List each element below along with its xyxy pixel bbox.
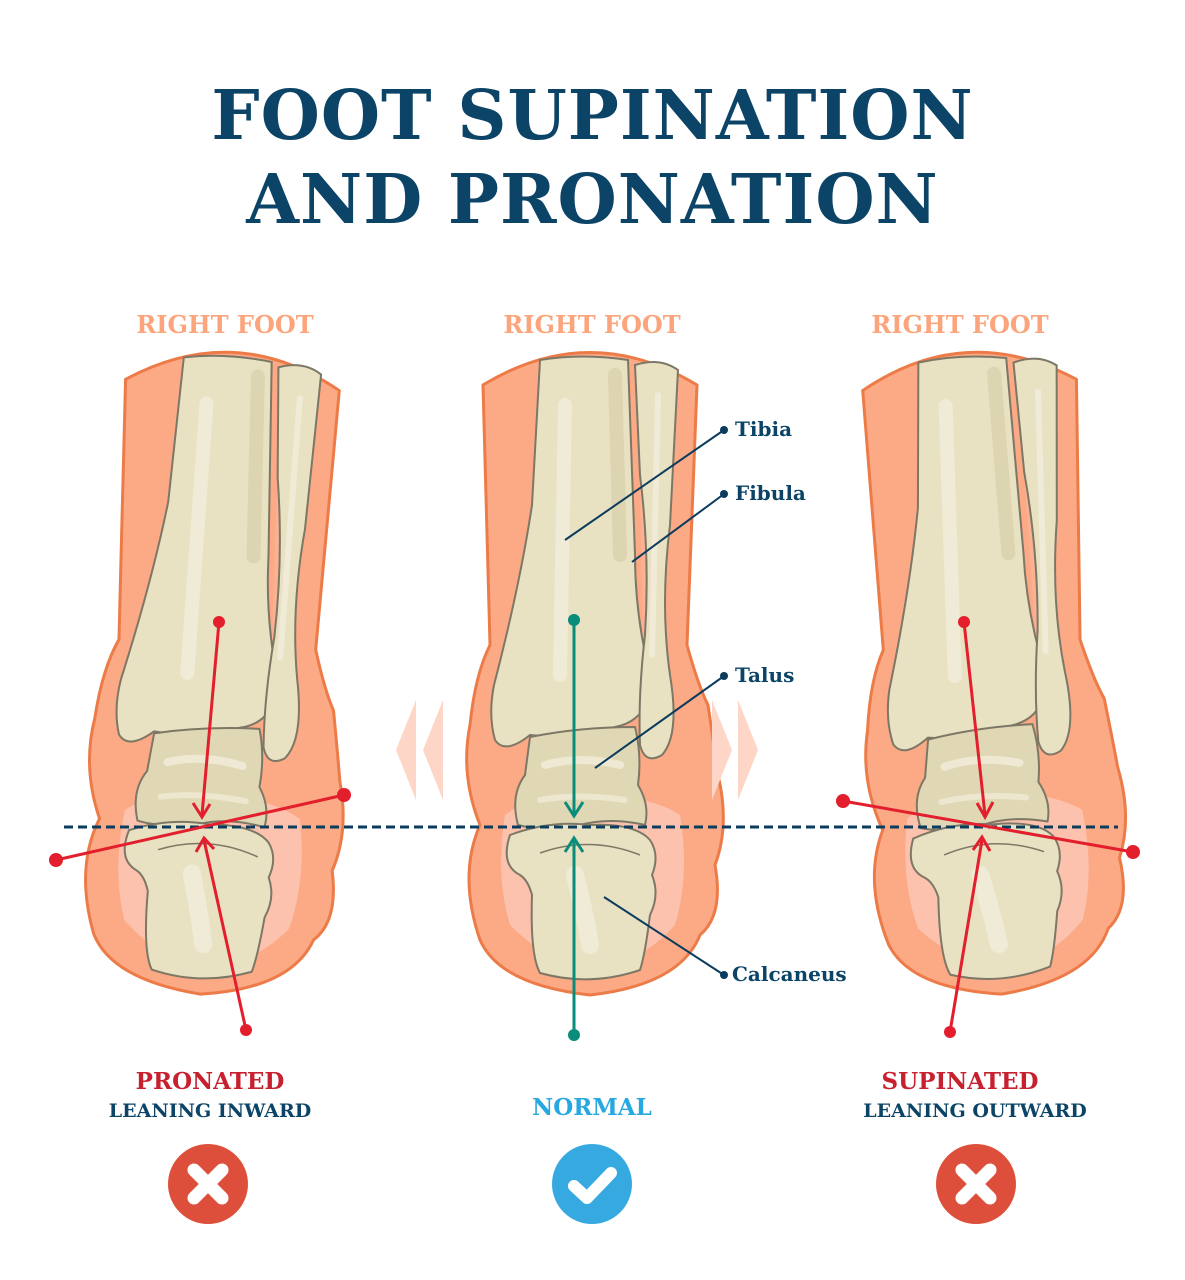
panel-1-status: PRONATED: [135, 1068, 285, 1095]
panel-1-foot-label: RIGHT FOOT: [136, 310, 314, 339]
right-chevron-arrows-icon: [712, 700, 758, 800]
left-chevron-arrows-icon: [396, 700, 443, 800]
check-circle-icon: [552, 1144, 632, 1224]
label-tibia: Tibia: [735, 417, 793, 441]
panel-3-foot-label: RIGHT FOOT: [871, 310, 1049, 339]
label-calcaneus: Calcaneus: [732, 962, 847, 986]
page-title-line-2: AND PRONATION: [246, 160, 939, 240]
panel-2-foot-label: RIGHT FOOT: [503, 310, 681, 339]
panel-2-status: NORMAL: [532, 1094, 652, 1121]
panel-3-status: SUPINATED: [881, 1068, 1039, 1095]
x-circle-icon: [168, 1144, 248, 1224]
label-fibula: Fibula: [735, 481, 806, 505]
panel-1-description: LEANING INWARD: [108, 1100, 312, 1122]
page-title-line-1: FOOT SUPINATION: [211, 76, 974, 156]
x-circle-icon: [936, 1144, 1016, 1224]
label-talus: Talus: [735, 663, 795, 687]
panel-3-description: LEANING OUTWARD: [863, 1100, 1087, 1122]
